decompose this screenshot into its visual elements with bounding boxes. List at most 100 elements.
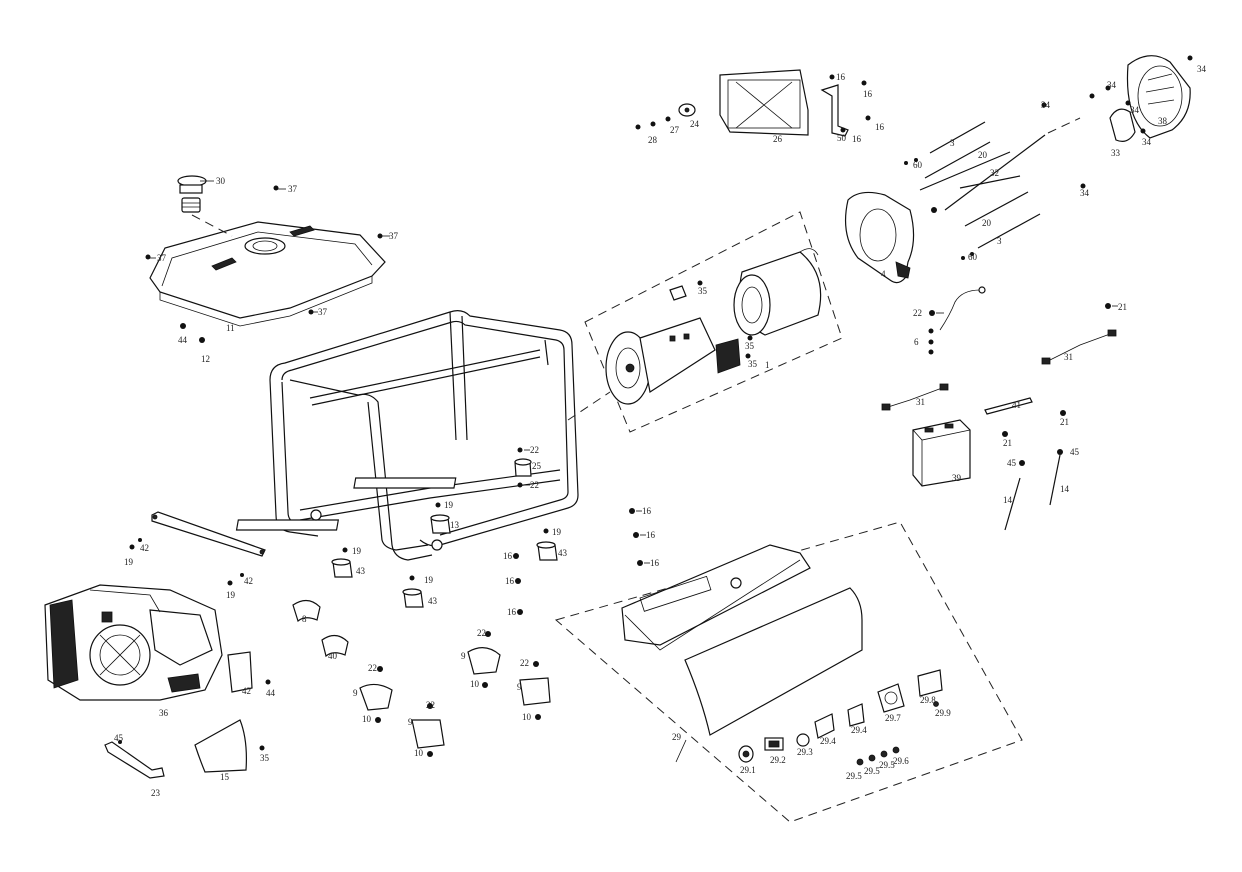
fuel-tank xyxy=(149,221,386,327)
mount-9-a xyxy=(359,683,393,711)
label-19: 19 xyxy=(226,590,236,600)
label-29-4: 29.4 xyxy=(851,725,867,735)
label-21: 21 xyxy=(1060,417,1069,427)
label-34: 34 xyxy=(1142,137,1152,147)
label-42: 42 xyxy=(242,686,251,696)
label-29-5: 29.5 xyxy=(846,771,862,781)
battery-hold-rods xyxy=(1004,454,1061,531)
label-19: 19 xyxy=(444,500,454,510)
front-housing xyxy=(845,191,915,284)
label-37: 37 xyxy=(157,253,167,263)
label-44: 44 xyxy=(178,335,188,345)
mount-9-d xyxy=(519,677,551,706)
label-37: 37 xyxy=(318,307,328,317)
stator xyxy=(733,248,822,336)
label-38: 38 xyxy=(1158,116,1168,126)
battery-cable-positive xyxy=(881,383,949,411)
label-39: 39 xyxy=(952,473,962,483)
label-43: 43 xyxy=(428,596,438,606)
label-3: 3 xyxy=(997,236,1002,246)
label-20: 20 xyxy=(978,150,988,160)
brush-holder xyxy=(669,285,687,301)
mount-9-c xyxy=(467,647,501,675)
label-34: 34 xyxy=(1130,105,1140,115)
label-16: 16 xyxy=(650,558,660,568)
label-6: 6 xyxy=(914,337,919,347)
label-22: 22 xyxy=(426,700,435,710)
ground-wire xyxy=(939,286,986,331)
label-26: 26 xyxy=(773,134,783,144)
label-29-2: 29.2 xyxy=(770,755,786,765)
label-29-7: 29.7 xyxy=(885,713,901,723)
label-21: 21 xyxy=(1118,302,1127,312)
battery-strap xyxy=(984,397,1033,415)
label-10: 10 xyxy=(414,748,424,758)
label-16: 16 xyxy=(642,506,652,516)
label-22: 22 xyxy=(913,308,922,318)
label-11: 11 xyxy=(226,323,235,333)
fuel-strainer xyxy=(181,197,201,213)
battery xyxy=(912,419,971,487)
label-23: 23 xyxy=(151,788,161,798)
label-19: 19 xyxy=(352,546,362,556)
panel-components xyxy=(738,669,943,766)
label-44: 44 xyxy=(266,688,276,698)
label-22: 22 xyxy=(530,445,539,455)
label-14: 14 xyxy=(1060,484,1070,494)
label-21: 21 xyxy=(1003,438,1012,448)
label-60: 60 xyxy=(913,160,923,170)
through-bolts xyxy=(919,117,1081,249)
label-43: 43 xyxy=(558,548,568,558)
label-34: 34 xyxy=(1080,188,1090,198)
label-19: 19 xyxy=(124,557,134,567)
air-cleaner-cover xyxy=(227,651,253,693)
label-19: 19 xyxy=(552,527,562,537)
label-16: 16 xyxy=(852,134,862,144)
label-27: 27 xyxy=(670,125,680,135)
label-29-6: 29.6 xyxy=(893,756,909,766)
label-45: 45 xyxy=(1007,458,1017,468)
label-20: 20 xyxy=(982,218,992,228)
label-35: 35 xyxy=(748,359,758,369)
label-36: 36 xyxy=(159,708,169,718)
label-41: 41 xyxy=(1012,400,1021,410)
label-16: 16 xyxy=(646,530,656,540)
label-22: 22 xyxy=(368,663,377,673)
label-40: 40 xyxy=(328,651,338,661)
label-35: 35 xyxy=(745,341,755,351)
washer-24 xyxy=(678,103,696,117)
end-cover xyxy=(1126,55,1191,139)
label-4: 4 xyxy=(881,269,886,279)
muffler-bracket xyxy=(104,741,165,779)
label-22: 22 xyxy=(520,658,529,668)
label-29-4: 29.4 xyxy=(820,736,836,746)
fuel-cap xyxy=(177,175,207,194)
label-16: 16 xyxy=(505,576,515,586)
label-14: 14 xyxy=(1003,495,1013,505)
label-42: 42 xyxy=(140,543,149,553)
label-29-5: 29.5 xyxy=(879,760,895,770)
mount-8 xyxy=(292,599,321,623)
control-box xyxy=(621,544,811,651)
label-16: 16 xyxy=(836,72,846,82)
label-37: 37 xyxy=(288,184,298,194)
control-panel xyxy=(684,587,863,736)
heat-shield xyxy=(194,719,247,773)
label-10: 10 xyxy=(362,714,372,724)
label-16: 16 xyxy=(875,122,885,132)
top-bracket xyxy=(820,84,849,137)
label-12: 12 xyxy=(201,354,210,364)
label-31: 31 xyxy=(1064,352,1073,362)
leader-lines xyxy=(150,180,1118,763)
frame xyxy=(235,310,579,561)
label-32: 32 xyxy=(990,168,999,178)
label-50: 50 xyxy=(837,133,847,143)
mount-9-b xyxy=(411,719,445,749)
label-29-8: 29.8 xyxy=(920,695,936,705)
label-16: 16 xyxy=(503,551,513,561)
control-panel-box xyxy=(554,521,1023,823)
label-30: 30 xyxy=(216,176,226,186)
label-15: 15 xyxy=(220,772,230,782)
label-9: 9 xyxy=(461,651,466,661)
label-60: 60 xyxy=(968,252,978,262)
